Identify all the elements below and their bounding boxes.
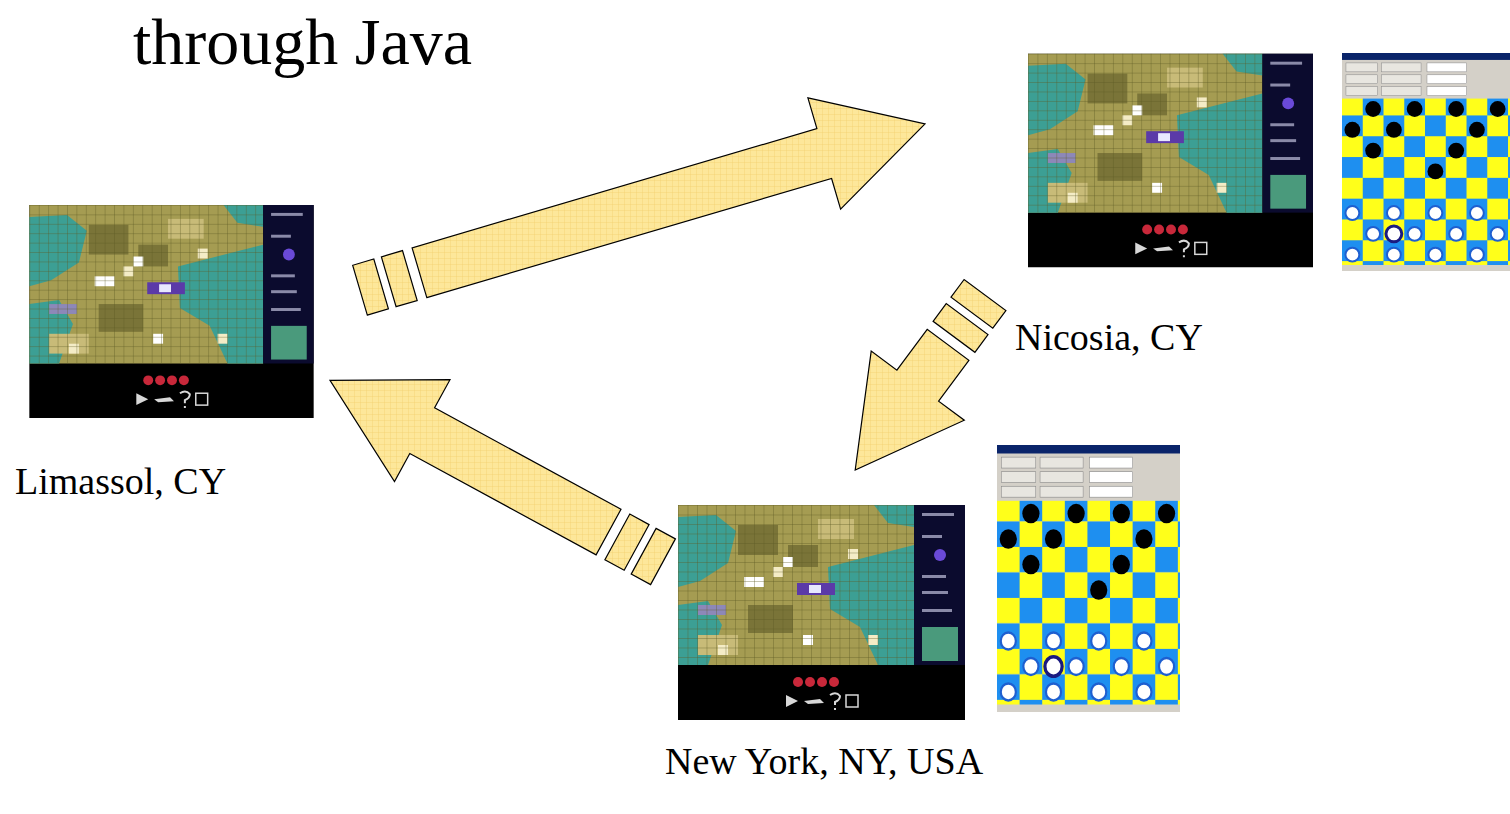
game-screenshot <box>678 505 965 720</box>
checkers-window <box>1342 53 1510 271</box>
arrow-part <box>855 329 969 470</box>
game-screenshot <box>1028 54 1313 268</box>
game-screenshot <box>29 205 313 418</box>
site-node: New York, NY, USA <box>678 505 965 720</box>
location-label: New York, NY, USA <box>665 740 983 784</box>
slide-title: through Java <box>133 4 472 80</box>
block-arrow <box>353 98 925 315</box>
arrow-part <box>330 380 621 555</box>
arrow-part <box>412 98 925 298</box>
checkers-window <box>997 445 1180 712</box>
site-node: Limassol, CY <box>28 205 315 418</box>
location-label: Nicosia, CY <box>1015 316 1203 360</box>
block-arrow <box>330 380 675 585</box>
block-arrow <box>855 280 1006 471</box>
arrow-part <box>381 251 417 307</box>
site-node: Nicosia, CY <box>1028 53 1313 268</box>
location-label: Limassol, CY <box>15 460 226 504</box>
arrow-part <box>353 259 389 315</box>
